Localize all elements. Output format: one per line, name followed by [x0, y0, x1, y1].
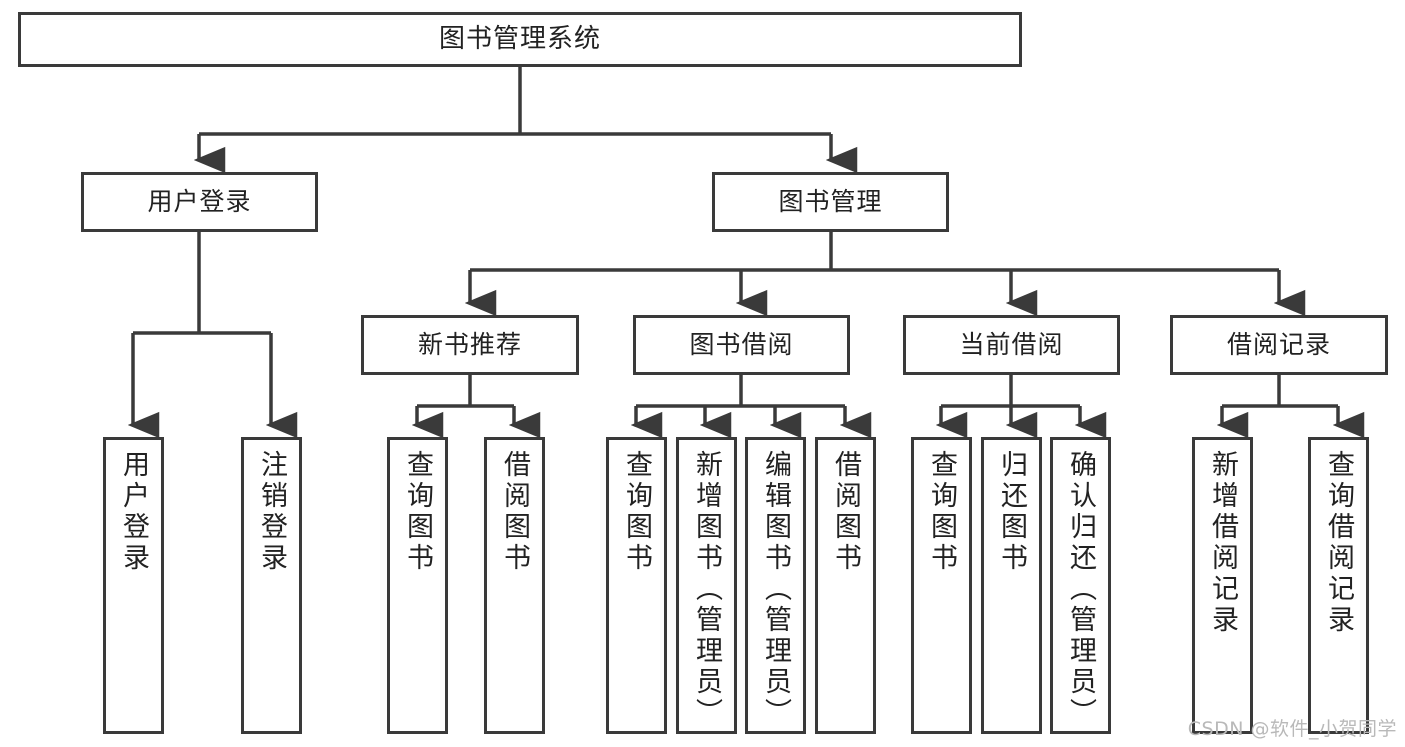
node-leaf-query-book-3-label: 查询图书	[926, 450, 957, 574]
node-leaf-return-book-label: 归还图书	[996, 450, 1027, 574]
node-leaf-add-record[interactable]: 新增借阅记录	[1192, 437, 1253, 734]
node-current-borrow-label: 当前借阅	[959, 330, 1064, 360]
node-leaf-query-book-3[interactable]: 查询图书	[911, 437, 972, 734]
node-leaf-logout[interactable]: 注销登录	[241, 437, 302, 734]
node-leaf-user-login[interactable]: 用户登录	[103, 437, 164, 734]
node-leaf-query-book-1-label: 查询图书	[402, 450, 433, 574]
node-leaf-query-record-label: 查询借阅记录	[1323, 450, 1354, 636]
node-root-label: 图书管理系统	[438, 24, 601, 55]
node-leaf-borrow-book-1[interactable]: 借阅图书	[484, 437, 545, 734]
node-leaf-borrow-book-2[interactable]: 借阅图书	[815, 437, 876, 734]
node-leaf-confirm-return[interactable]: 确认归还（管理员）	[1050, 437, 1111, 734]
node-user-login[interactable]: 用户登录	[81, 172, 318, 232]
node-borrow-record-label: 借阅记录	[1226, 330, 1331, 360]
node-leaf-borrow-book-2-label: 借阅图书	[830, 450, 861, 574]
node-new-book-recommend[interactable]: 新书推荐	[361, 315, 579, 375]
node-leaf-add-book-label: 新增图书（管理员）	[691, 450, 722, 729]
node-book-management[interactable]: 图书管理	[712, 172, 949, 232]
node-leaf-confirm-return-label: 确认归还（管理员）	[1065, 450, 1096, 729]
node-new-book-recommend-label: 新书推荐	[417, 330, 522, 360]
node-leaf-logout-label: 注销登录	[256, 450, 287, 574]
node-leaf-add-record-label: 新增借阅记录	[1207, 450, 1238, 636]
node-leaf-edit-book[interactable]: 编辑图书（管理员）	[745, 437, 806, 734]
node-leaf-borrow-book-1-label: 借阅图书	[499, 450, 530, 574]
node-book-borrow[interactable]: 图书借阅	[633, 315, 850, 375]
node-current-borrow[interactable]: 当前借阅	[903, 315, 1120, 375]
node-leaf-query-book-2-label: 查询图书	[621, 450, 652, 574]
node-root[interactable]: 图书管理系统	[18, 12, 1022, 67]
node-book-management-label: 图书管理	[778, 187, 883, 217]
node-leaf-query-book-1[interactable]: 查询图书	[387, 437, 448, 734]
node-leaf-query-book-2[interactable]: 查询图书	[606, 437, 667, 734]
node-user-login-label: 用户登录	[147, 187, 252, 217]
node-leaf-return-book[interactable]: 归还图书	[981, 437, 1042, 734]
watermark-text: CSDN @软件_小贺同学	[1187, 718, 1397, 740]
node-leaf-add-book[interactable]: 新增图书（管理员）	[676, 437, 737, 734]
node-borrow-record[interactable]: 借阅记录	[1170, 315, 1388, 375]
node-book-borrow-label: 图书借阅	[689, 330, 794, 360]
node-leaf-query-record[interactable]: 查询借阅记录	[1308, 437, 1369, 734]
node-leaf-user-login-label: 用户登录	[118, 450, 149, 574]
node-leaf-edit-book-label: 编辑图书（管理员）	[760, 450, 791, 729]
